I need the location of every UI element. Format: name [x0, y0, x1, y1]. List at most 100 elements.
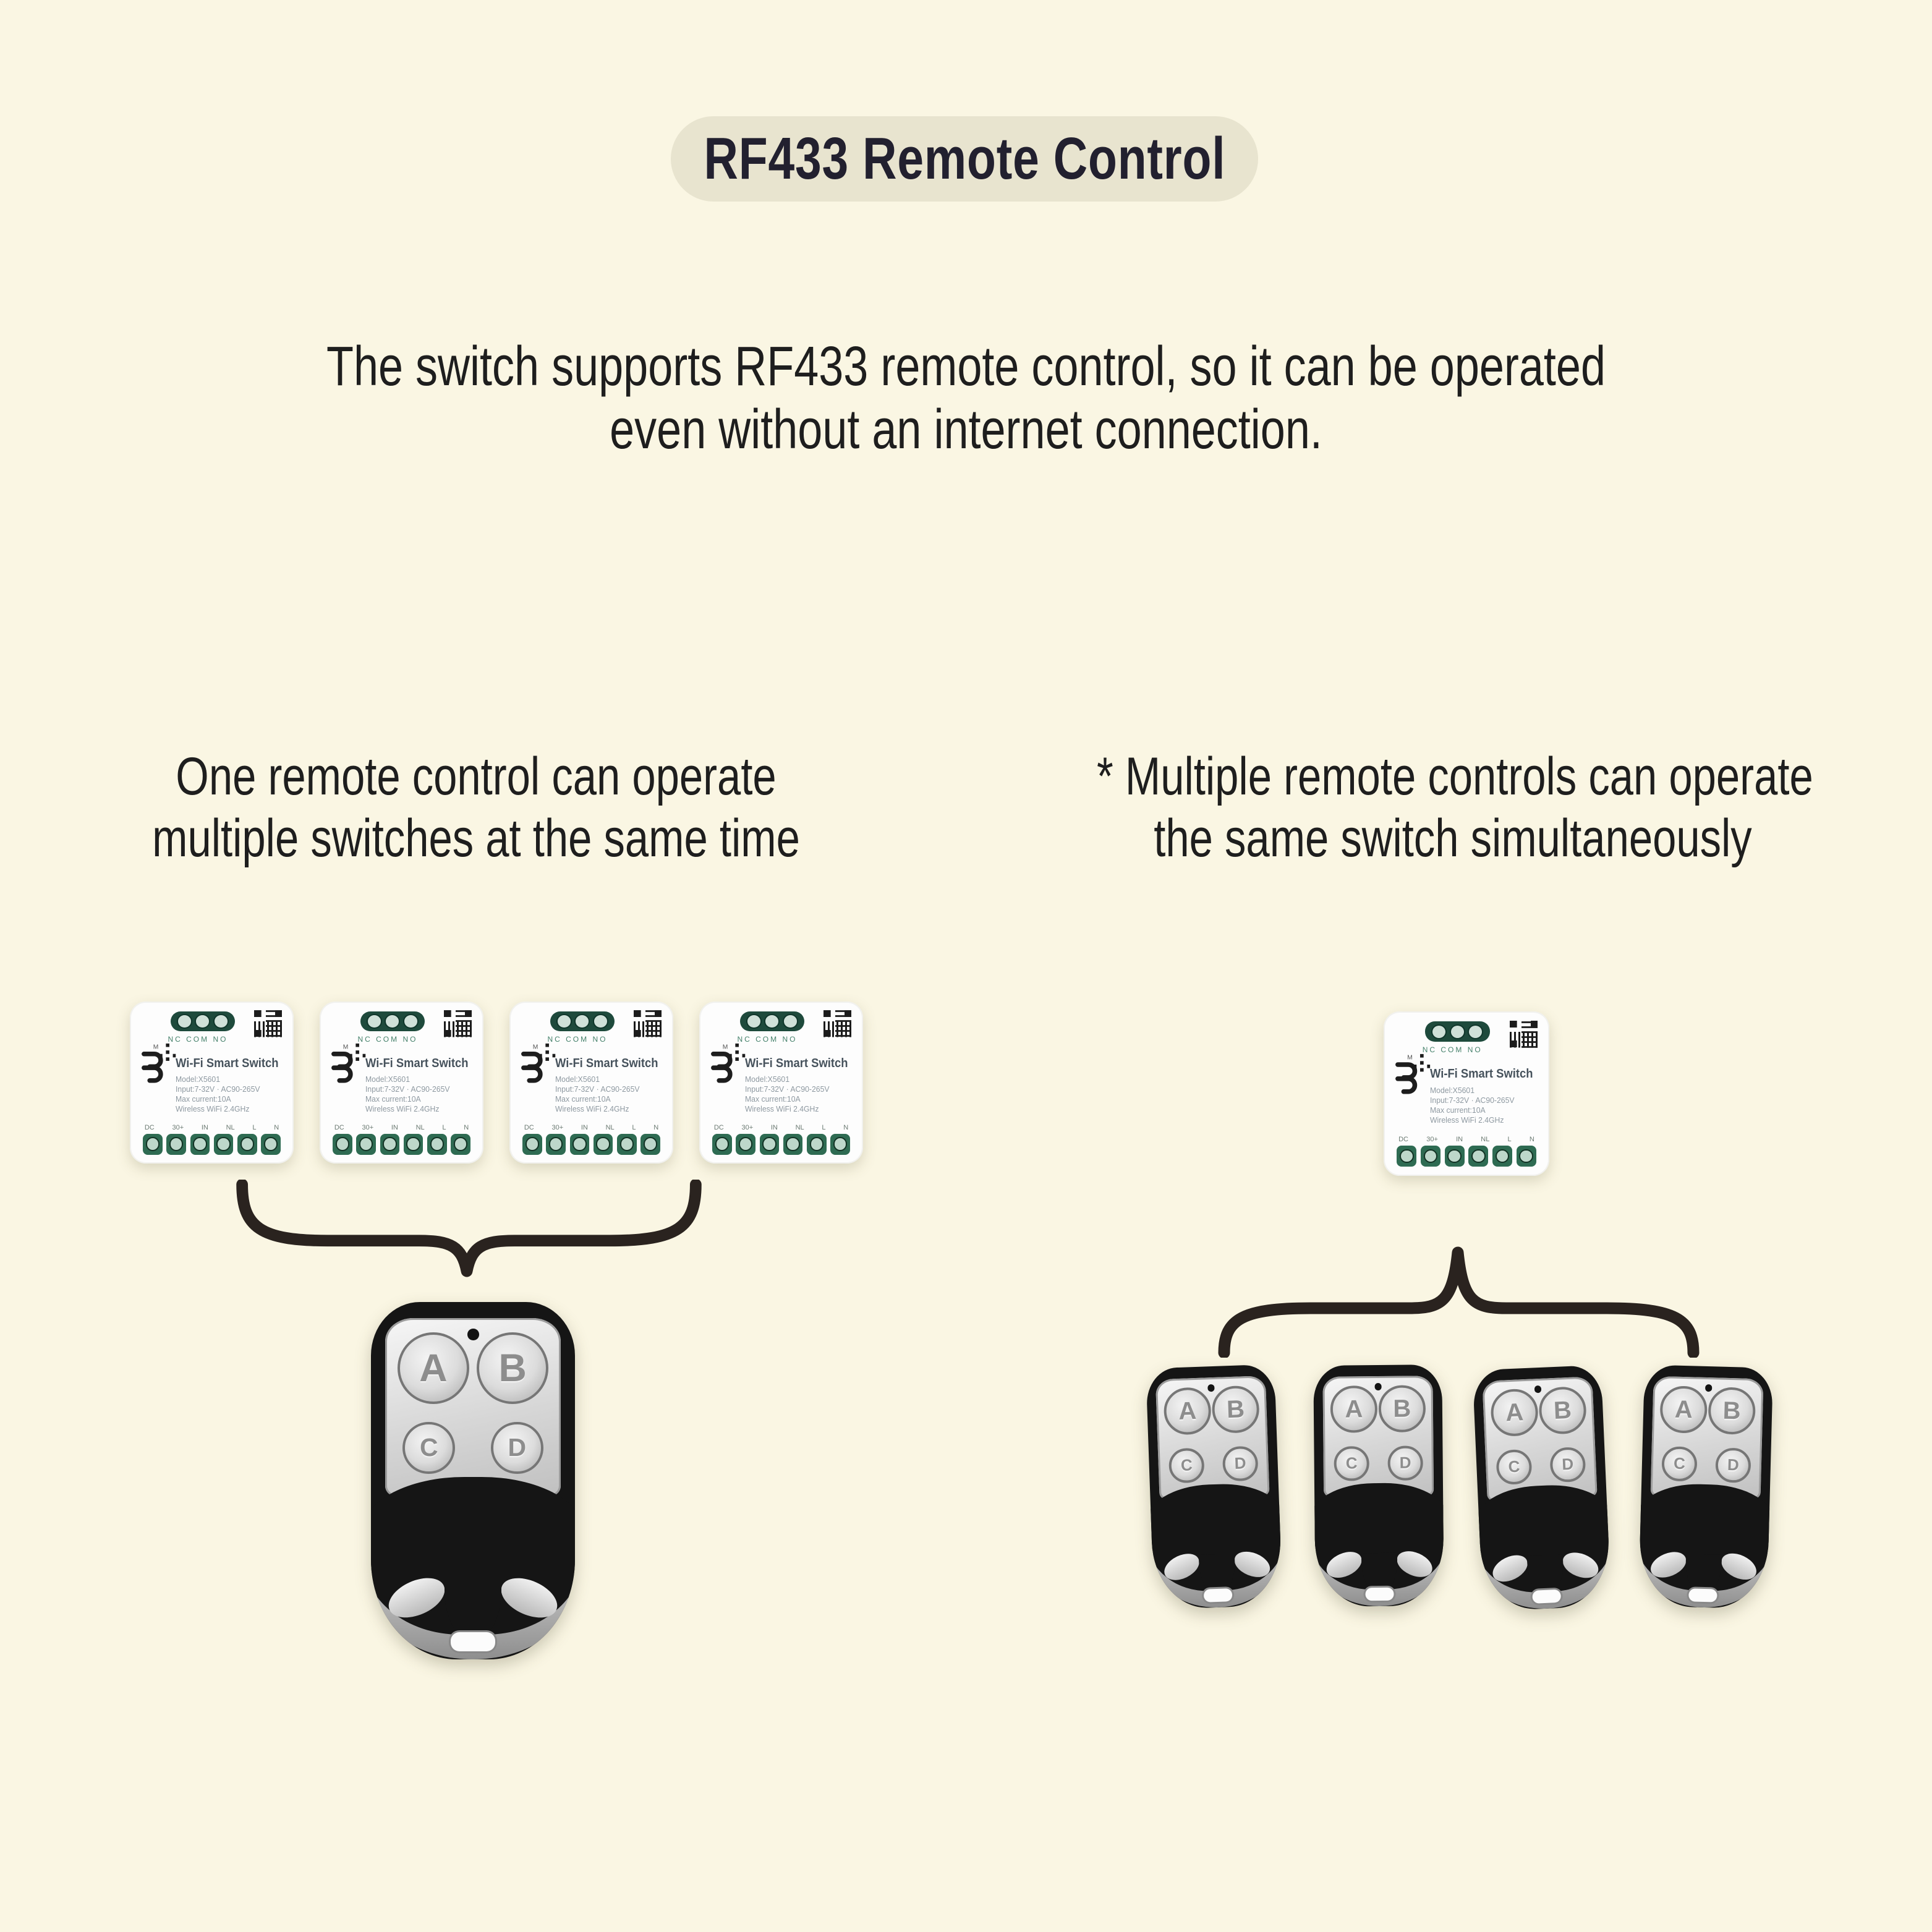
switch-top-terminal-block [1425, 1021, 1490, 1042]
wire-label-row: DC 30+ IN NL L N [334, 1124, 469, 1131]
right-heading-line-2: the same switch simultaneously [1154, 809, 1752, 868]
spec-wireless: Wireless WiFi 2.4GHz [365, 1104, 440, 1113]
terminal-screw [1449, 1024, 1465, 1039]
terminal [522, 1133, 542, 1155]
button-b: B [1378, 1385, 1426, 1433]
switch-terminal-caption: NC COM NO [357, 1034, 418, 1044]
spec-model: Model:X5601 [365, 1074, 411, 1084]
terminal [736, 1133, 755, 1155]
terminal-screw [213, 1014, 229, 1029]
switch-top-terminal-block [360, 1011, 425, 1032]
wire-label: NL [605, 1123, 615, 1131]
wire-label: 30+ [172, 1123, 184, 1131]
switch-bottom-terminal-block [522, 1133, 660, 1155]
terminal [261, 1133, 281, 1155]
antenna-dots-icon [159, 1043, 176, 1061]
switch-top-terminal-block [171, 1011, 235, 1032]
wire-label-row: DC 30+ IN NL L N [524, 1124, 658, 1131]
spec-input: Input:7-32V · AC90-265V [1430, 1095, 1515, 1105]
title-badge: RF433 Remote Control [671, 116, 1258, 202]
switch-spec-lines: Model:X5601 Input:7-32V · AC90-265V Max … [176, 1075, 283, 1114]
keyring-slot [1203, 1588, 1233, 1603]
smart-switch-4: NC COM NO M Wi-Fi Smart Switch Model:X56… [699, 1002, 863, 1164]
rf433-remote-2: A B C D [1313, 1364, 1444, 1607]
button-b: B [477, 1332, 549, 1404]
button-c: C [402, 1421, 456, 1475]
smart-switch-1: NC COM NO M Wi-Fi Smart Switch Model:X56… [130, 1002, 294, 1164]
spec-current: Max current:10A [365, 1094, 421, 1104]
wire-label: 30+ [1426, 1135, 1438, 1143]
curly-brace-right [1218, 1246, 1700, 1358]
wire-label: N [464, 1123, 469, 1131]
wire-label: IN [1456, 1135, 1463, 1143]
wire-label: N [274, 1123, 279, 1131]
led-indicator [1207, 1384, 1215, 1392]
switch-terminal-caption: NC COM NO [168, 1034, 228, 1044]
spec-current: Max current:10A [745, 1094, 801, 1104]
switch-product-name: Wi-Fi Smart Switch [555, 1057, 658, 1071]
wire-label: L [442, 1123, 446, 1131]
wire-label: DC [524, 1123, 534, 1131]
button-b: B [1708, 1387, 1756, 1436]
wire-label: N [653, 1123, 659, 1131]
button-a: A [1659, 1385, 1708, 1434]
button-a: A [1163, 1387, 1212, 1436]
terminal [380, 1133, 400, 1155]
terminal [143, 1133, 163, 1155]
wire-label: NL [1481, 1135, 1490, 1143]
spec-input: Input:7-32V · AC90-265V [555, 1084, 640, 1094]
button-c: C [1334, 1445, 1369, 1481]
logo-letter-m: M [153, 1044, 159, 1050]
switch-product-name: Wi-Fi Smart Switch [365, 1057, 469, 1071]
terminal-screw [746, 1014, 762, 1029]
terminal [1397, 1145, 1417, 1167]
spec-wireless: Wireless WiFi 2.4GHz [555, 1104, 629, 1113]
brand-logo-icon: M [1395, 1053, 1431, 1094]
spec-input: Input:7-32V · AC90-265V [745, 1084, 830, 1094]
qr-code [254, 1010, 283, 1037]
terminal [712, 1133, 732, 1155]
terminal [403, 1133, 423, 1155]
switch-spec-lines: Model:X5601 Input:7-32V · AC90-265V Max … [555, 1075, 663, 1114]
wire-label: 30+ [362, 1123, 374, 1131]
terminal [451, 1133, 470, 1155]
terminal [237, 1133, 257, 1155]
subtitle-line-2: even without an internet connection. [610, 399, 1322, 461]
terminal [546, 1133, 566, 1155]
wire-label-row: DC 30+ IN NL L N [1398, 1136, 1534, 1143]
spec-wireless: Wireless WiFi 2.4GHz [745, 1104, 819, 1113]
button-d: D [1387, 1445, 1423, 1481]
switch-top-terminal-block [550, 1011, 615, 1032]
terminal [807, 1133, 827, 1155]
button-a: A [1330, 1385, 1378, 1433]
qr-code [444, 1010, 472, 1037]
button-d: D [1222, 1445, 1259, 1482]
wire-label: 30+ [741, 1123, 754, 1131]
curly-brace-left [236, 1180, 702, 1277]
wire-label: NL [226, 1123, 235, 1131]
wire-label: IN [201, 1123, 208, 1131]
spec-model: Model:X5601 [1430, 1085, 1475, 1095]
terminal [333, 1133, 352, 1155]
smart-switch-2: NC COM NO M Wi-Fi Smart Switch Model:X56… [320, 1002, 483, 1164]
switch-spec-lines: Model:X5601 Input:7-32V · AC90-265V Max … [365, 1075, 473, 1114]
spec-wireless: Wireless WiFi 2.4GHz [176, 1104, 250, 1113]
button-a: A [397, 1332, 469, 1404]
spec-model: Model:X5601 [555, 1074, 600, 1084]
remote-button-panel: A B C D [1322, 1375, 1434, 1497]
left-heading-line-2: multiple switches at the same time [152, 809, 800, 868]
wire-label: NL [415, 1123, 425, 1131]
rf433-remote-4: A B C D [1638, 1364, 1774, 1609]
wire-label: L [1507, 1135, 1512, 1143]
terminal [213, 1133, 234, 1155]
terminal [759, 1133, 780, 1155]
right-heading-line-1: * Multiple remote controls can operate [1097, 747, 1813, 806]
spec-input: Input:7-32V · AC90-265V [176, 1084, 260, 1094]
rf433-remote-main: A B C D [371, 1302, 575, 1659]
spec-wireless: Wireless WiFi 2.4GHz [1430, 1115, 1504, 1125]
terminal [783, 1133, 803, 1155]
switch-product-name: Wi-Fi Smart Switch [745, 1057, 848, 1071]
left-heading-line-1: One remote control can operate [176, 747, 777, 806]
wire-label: DC [713, 1123, 724, 1131]
